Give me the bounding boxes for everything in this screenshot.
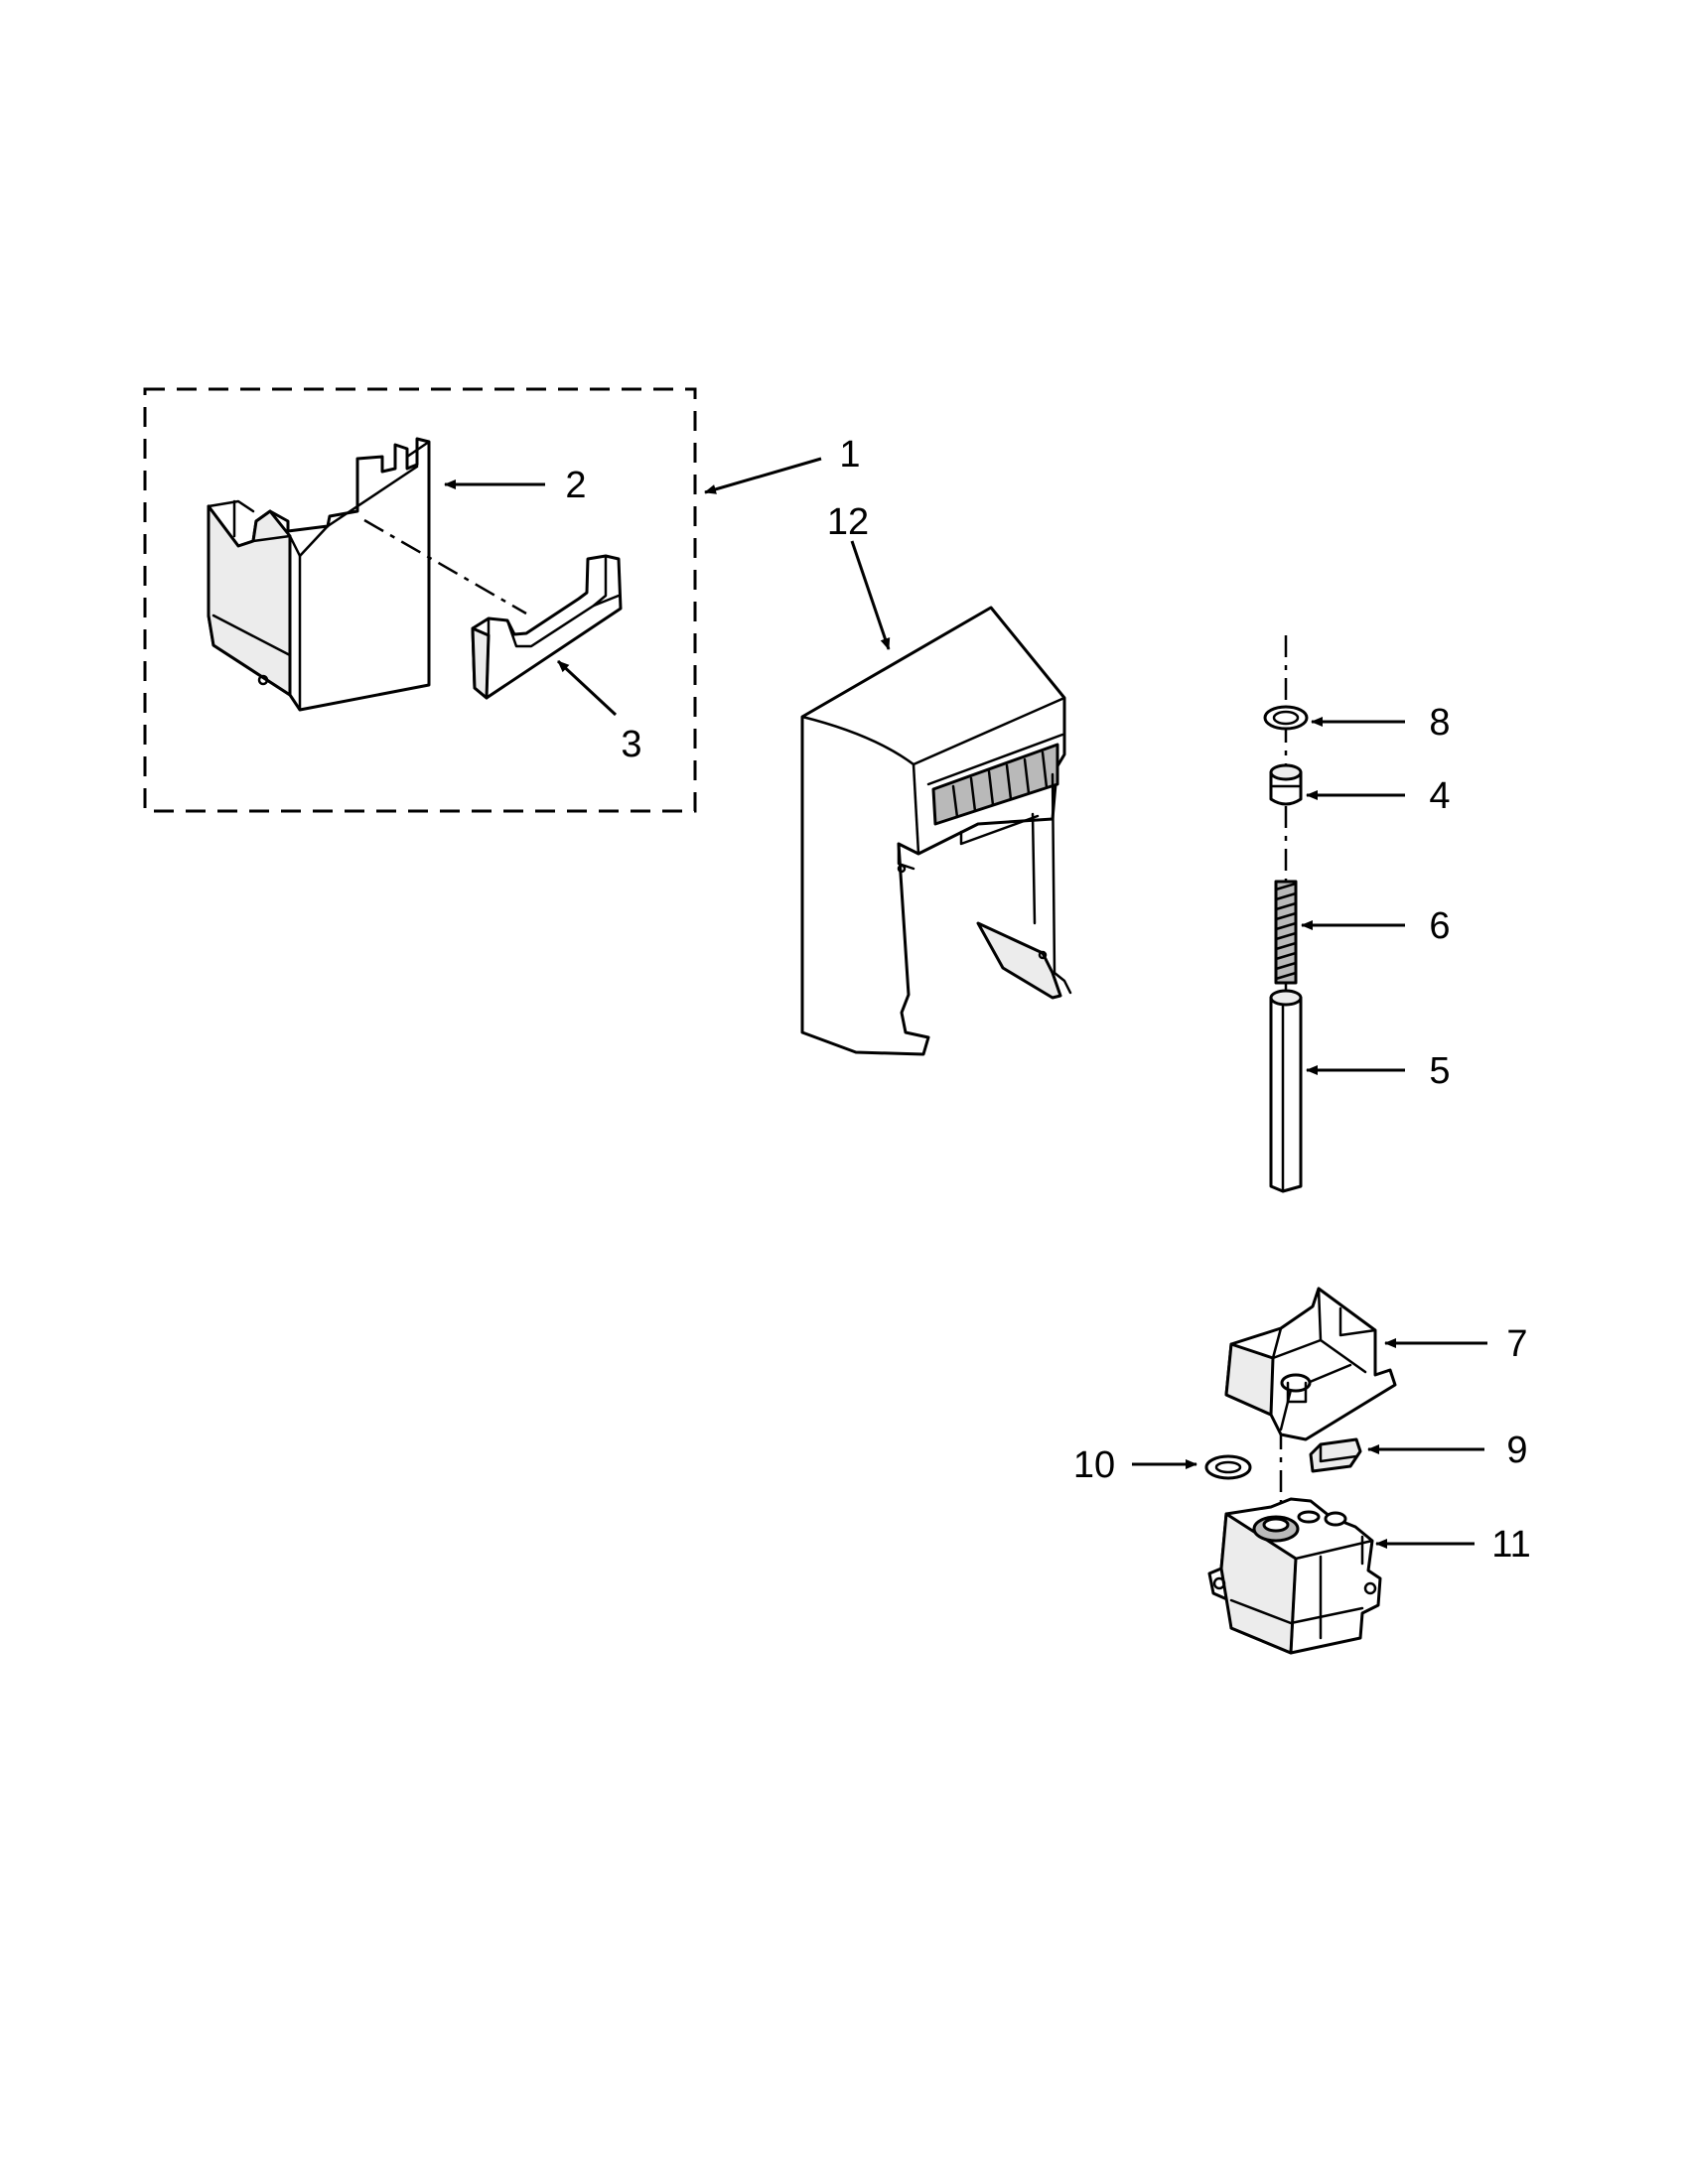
part-11-auger-motor[interactable]	[1207, 1497, 1382, 1655]
callout-2[interactable]: 2	[565, 465, 586, 506]
part-6-spring[interactable]	[1274, 880, 1298, 985]
callout-11[interactable]: 11	[1491, 1524, 1530, 1566]
callout-3[interactable]: 3	[621, 724, 641, 765]
part-7-motor-mount[interactable]	[1224, 1287, 1397, 1441]
callout-labels: 1 2 3 12 8 4 6 5 7 9 10 11	[565, 434, 1530, 1566]
callout-10[interactable]: 10	[1073, 1444, 1115, 1486]
callout-7[interactable]: 7	[1506, 1323, 1527, 1365]
callout-4[interactable]: 4	[1429, 775, 1450, 817]
part-12-dispenser-cover[interactable]	[800, 606, 1072, 1056]
part-4-coupler[interactable]	[1269, 763, 1303, 806]
assembly-1-boundary	[143, 387, 697, 813]
leader-1	[704, 457, 822, 494]
part-10-washer[interactable]	[1204, 1454, 1252, 1480]
part-9-pad[interactable]	[1309, 1437, 1362, 1473]
part-2-ice-bucket[interactable]	[207, 437, 431, 712]
part-3-bracket[interactable]	[471, 554, 623, 700]
callout-8[interactable]: 8	[1429, 702, 1450, 744]
alignment-line-2-3	[363, 518, 527, 615]
part-5-shaft[interactable]	[1269, 989, 1303, 1193]
callout-9[interactable]: 9	[1506, 1430, 1527, 1471]
callout-6[interactable]: 6	[1429, 905, 1450, 947]
leader-3	[556, 659, 618, 717]
leader-12	[850, 540, 891, 650]
callout-5[interactable]: 5	[1429, 1050, 1450, 1092]
callout-1[interactable]: 1	[839, 434, 860, 476]
leader-arrows	[444, 457, 1487, 1549]
callout-12[interactable]: 12	[827, 501, 869, 543]
part-8-washer[interactable]	[1263, 705, 1309, 731]
